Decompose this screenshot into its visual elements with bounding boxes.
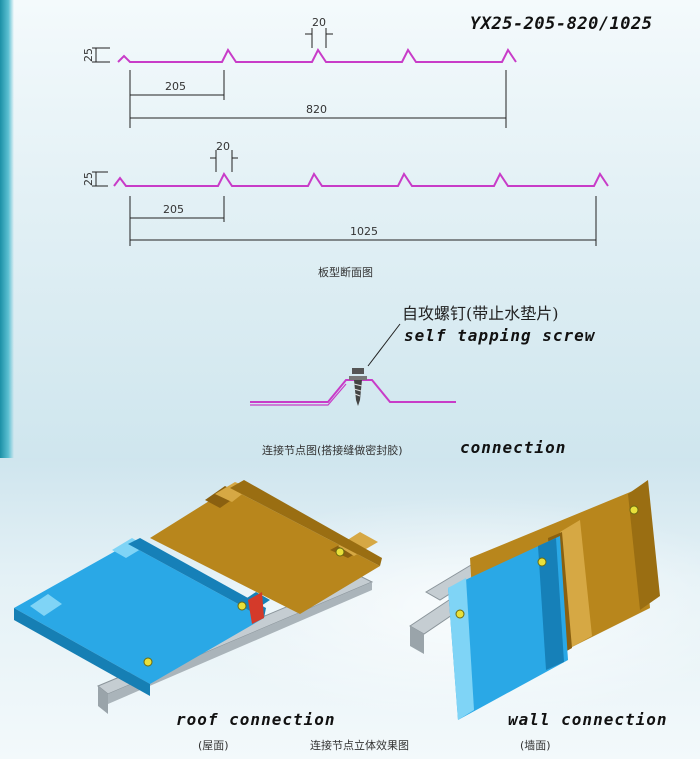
dim-1025-width: 1025: [350, 225, 378, 238]
wall-screw-1: [455, 609, 465, 619]
wall-caption-cn: (墙面): [520, 739, 551, 752]
isometric-renders: [14, 480, 660, 720]
section-caption: 板型断面图: [318, 266, 373, 279]
profile-drawings: [92, 28, 609, 406]
model-code: YX25-205-820/1025: [470, 14, 653, 34]
wall-screw-2: [537, 557, 547, 567]
dim-820-height: 25: [82, 48, 95, 62]
iso-caption-cn: 连接节点立体效果图: [310, 739, 409, 752]
roof-screw-2: [237, 601, 247, 611]
dim-1025-rib: 20: [216, 140, 230, 153]
wall-label: wall connection: [508, 710, 668, 729]
connection-caption-cn: 连接节点图(搭接缝做密封胶): [262, 444, 403, 457]
dim-820-width: 820: [306, 103, 327, 116]
profile-1025-dimensions: [92, 150, 597, 246]
screw-label-cn: 自攻螺钉(带止水垫片): [402, 304, 559, 323]
screw-label-en: self tapping screw: [404, 326, 596, 345]
dim-820-rib: 20: [312, 16, 326, 29]
wall-screw-3: [629, 505, 639, 515]
dim-1025-pitch: 205: [163, 203, 184, 216]
self-tapping-screw-icon: [349, 368, 367, 406]
profile-820-dimensions: [92, 28, 507, 128]
connection-sheet-line: [250, 379, 456, 403]
dim-1025-height: 25: [82, 172, 95, 186]
profile-1025-line: [113, 172, 609, 187]
connection-label-en: connection: [460, 438, 567, 457]
screw-leader-line: [367, 323, 401, 367]
roof-screw-3: [335, 547, 345, 557]
roof-caption-cn: (屋面): [198, 739, 229, 752]
profile-820-line: [117, 48, 517, 63]
dim-820-pitch: 205: [165, 80, 186, 93]
roof-screw-1: [143, 657, 153, 667]
wall-blue-panel: [448, 536, 568, 720]
technical-drawing-panel: [0, 0, 700, 458]
roof-label: roof connection: [176, 710, 336, 729]
roof-blue-panel: [14, 538, 270, 696]
